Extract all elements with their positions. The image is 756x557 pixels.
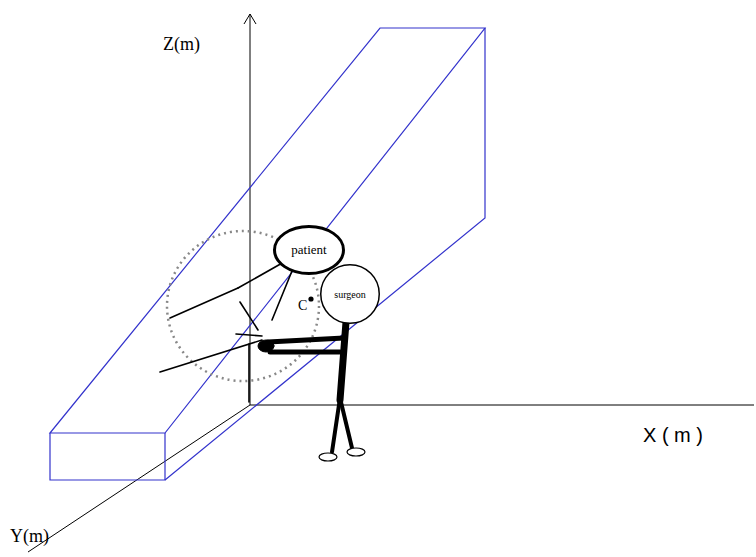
x-axis [250,405,754,406]
z-axis [250,14,251,405]
line [236,334,262,336]
node-text: surgeon [334,289,365,300]
shoe [347,448,365,456]
line [272,271,292,320]
node-text: patient [291,242,326,258]
bed-front [50,433,165,480]
axis-label: Y(m) [10,526,49,547]
head-ellipse [321,265,380,324]
axes [28,14,754,552]
patient-head: patient [273,225,345,275]
patient-body [160,262,292,402]
point-c [308,296,313,301]
torso [340,322,346,400]
line [248,344,250,402]
line [160,340,262,372]
head-ellipse [275,227,344,274]
hands [258,340,274,352]
arm [268,338,344,342]
axis-label: X ( m ) [643,424,703,447]
bed-top [50,28,485,433]
arm [270,350,340,355]
leg [340,398,352,448]
point-label: C [298,298,307,314]
bed-side [165,28,485,480]
leg [332,398,340,452]
surgeon-head: surgeon [320,264,380,324]
axis-label: Z(m) [163,34,200,55]
shoe [319,453,337,461]
line [240,302,258,330]
line [238,262,284,288]
line [170,288,238,318]
z-arrow [244,14,256,24]
bed [50,28,485,480]
y-axis [28,405,250,552]
surgeon-body [258,322,365,461]
